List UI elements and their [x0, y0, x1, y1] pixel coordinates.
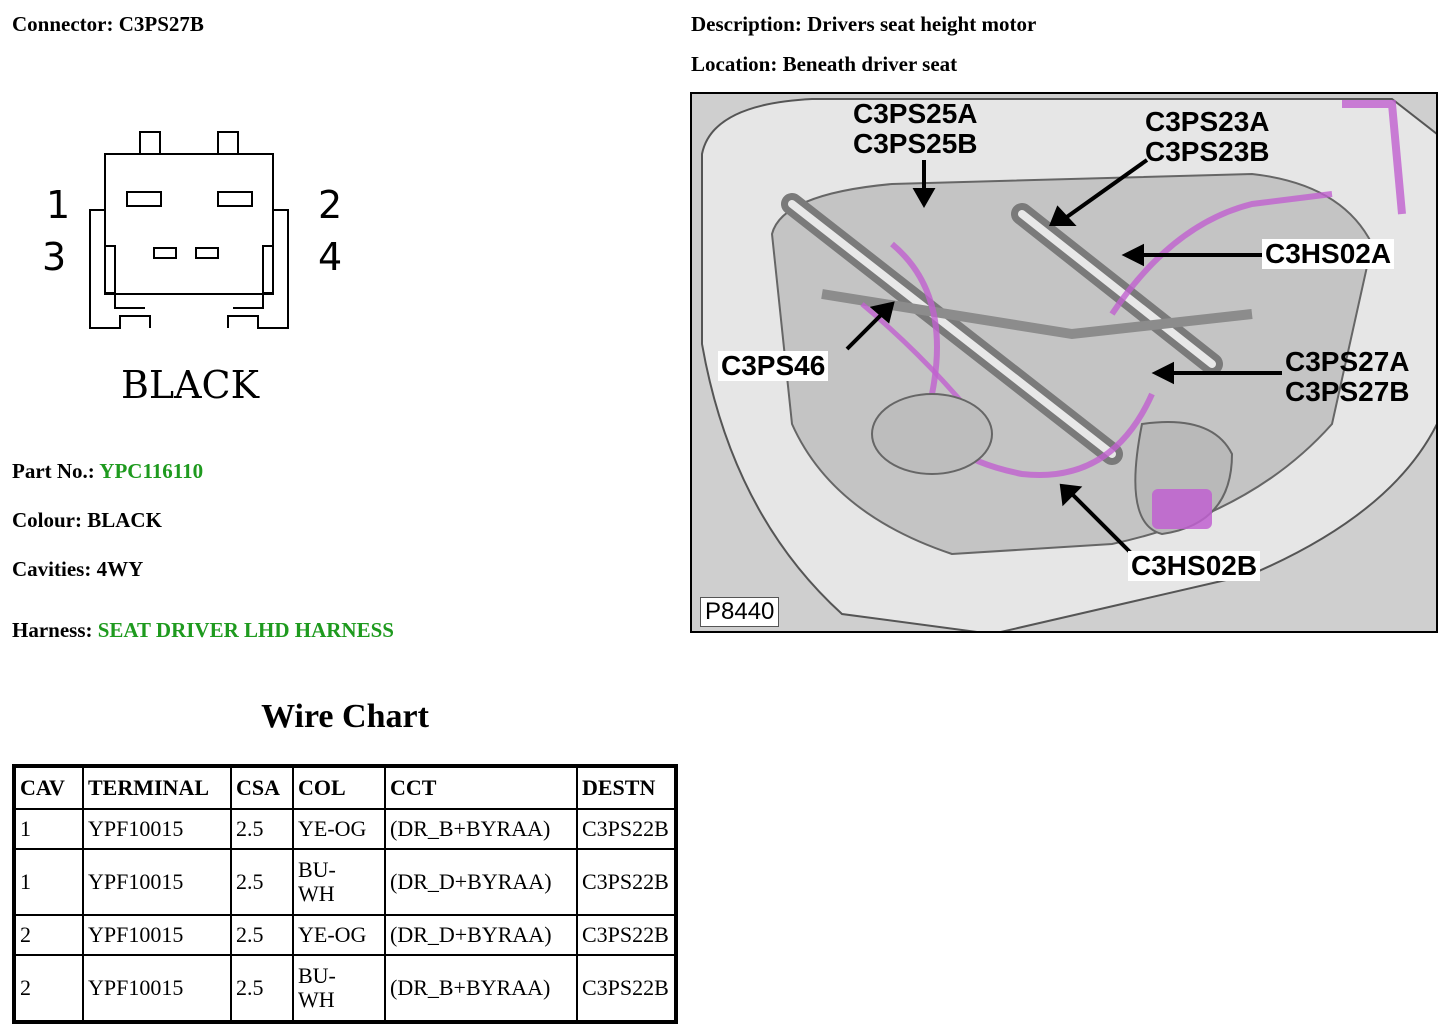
table-cell: C3PS22B [576, 808, 677, 850]
table-row: 1 YPF10015 2.5 BU- WH (DR_D+BYRAA) C3PS2… [13, 848, 677, 916]
colour-label: Colour: [12, 508, 82, 532]
callout-c3ps25: C3PS25A C3PS25B [853, 98, 978, 159]
cavities-row: Cavities: 4WY [12, 557, 143, 582]
table-cell: 2.5 [230, 914, 294, 956]
table-cell: 2.5 [230, 808, 294, 850]
table-cell: 1 [13, 848, 84, 916]
table-cell: (DR_B+BYRAA) [384, 954, 578, 1023]
pin-2-label: 2 [318, 183, 342, 227]
table-header-row: CAV TERMINAL CSA COL CCT DESTN [13, 765, 677, 810]
column-header: CCT [384, 765, 578, 810]
table-cell: 2.5 [230, 848, 294, 916]
wire-chart-title: Wire Chart [261, 698, 429, 735]
table-cell: YE-OG [292, 808, 386, 850]
table-cell: 2 [13, 954, 84, 1023]
seat-frame-illustration [692, 94, 1436, 631]
callout-c3hs02b: C3HS02B [1128, 551, 1261, 581]
column-header: DESTN [576, 765, 677, 810]
callout-c3ps46: C3PS46 [718, 351, 829, 381]
table-cell: 2.5 [230, 954, 294, 1023]
harness-row: Harness: SEAT DRIVER LHD HARNESS [12, 618, 394, 643]
connector-location-image: C3PS25A C3PS25B C3PS23A C3PS23B C3HS02A … [690, 92, 1438, 633]
callout-c3ps23: C3PS23A C3PS23B [1145, 106, 1270, 167]
connector-id: C3PS27B [118, 12, 204, 36]
wire-chart-table: CAV TERMINAL CSA COL CCT DESTN 1 YPF1001… [12, 764, 678, 1024]
callout-c3hs02a: C3HS02A [1262, 239, 1395, 269]
table-cell: C3PS22B [576, 914, 677, 956]
column-header: TERMINAL [82, 765, 232, 810]
part-number-link[interactable]: YPC116110 [99, 459, 204, 483]
column-header: CSA [230, 765, 294, 810]
table-cell: YE-OG [292, 914, 386, 956]
location-heading: Location: Beneath driver seat [691, 52, 957, 77]
table-cell: YPF10015 [82, 848, 232, 916]
table-row: 2 YPF10015 2.5 BU- WH (DR_B+BYRAA) C3PS2… [13, 954, 677, 1023]
location-value: Beneath driver seat [782, 52, 958, 76]
harness-link[interactable]: SEAT DRIVER LHD HARNESS [97, 618, 394, 642]
connector-face-diagram: 1 2 3 4 BLACK [42, 131, 342, 407]
description-value: Drivers seat height motor [807, 12, 1037, 36]
table-row: 2 YPF10015 2.5 YE-OG (DR_D+BYRAA) C3PS22… [13, 914, 677, 956]
table-cell: BU- WH [292, 848, 386, 916]
table-cell: C3PS22B [576, 848, 677, 916]
column-header: CAV [13, 765, 84, 810]
location-label: Location: [691, 52, 778, 76]
colour-row: Colour: BLACK [12, 508, 162, 533]
table-cell: BU- WH [292, 954, 386, 1023]
callout-c3ps27: C3PS27A C3PS27B [1285, 346, 1410, 407]
table-cell: 1 [13, 808, 84, 850]
part-number-row: Part No.: YPC116110 [12, 459, 203, 484]
connector-heading: Connector: C3PS27B [12, 12, 204, 37]
table-cell: (DR_D+BYRAA) [384, 848, 578, 916]
pin-3-label: 3 [42, 235, 66, 279]
harness-label: Harness: [12, 618, 93, 642]
table-cell: YPF10015 [82, 914, 232, 956]
table-cell: YPF10015 [82, 954, 232, 1023]
figure-id-label: P8440 [700, 597, 780, 627]
table-row: 1 YPF10015 2.5 YE-OG (DR_B+BYRAA) C3PS22… [13, 808, 677, 850]
column-header: COL [292, 765, 386, 810]
cavities-label: Cavities: [12, 557, 92, 581]
colour-value: BLACK [87, 508, 162, 532]
description-label: Description: [691, 12, 802, 36]
cavities-value: 4WY [96, 557, 144, 581]
table-cell: (DR_B+BYRAA) [384, 808, 578, 850]
pin-1-label: 1 [46, 183, 70, 227]
table-cell: C3PS22B [576, 954, 677, 1023]
table-cell: (DR_D+BYRAA) [384, 914, 578, 956]
table-cell: 2 [13, 914, 84, 956]
description-heading: Description: Drivers seat height motor [691, 12, 1036, 37]
connector-colour-caption: BLACK [121, 363, 260, 407]
table-cell: YPF10015 [82, 808, 232, 850]
part-number-label: Part No.: [12, 459, 95, 483]
connector-label: Connector: [12, 12, 114, 36]
pin-4-label: 4 [318, 235, 342, 279]
